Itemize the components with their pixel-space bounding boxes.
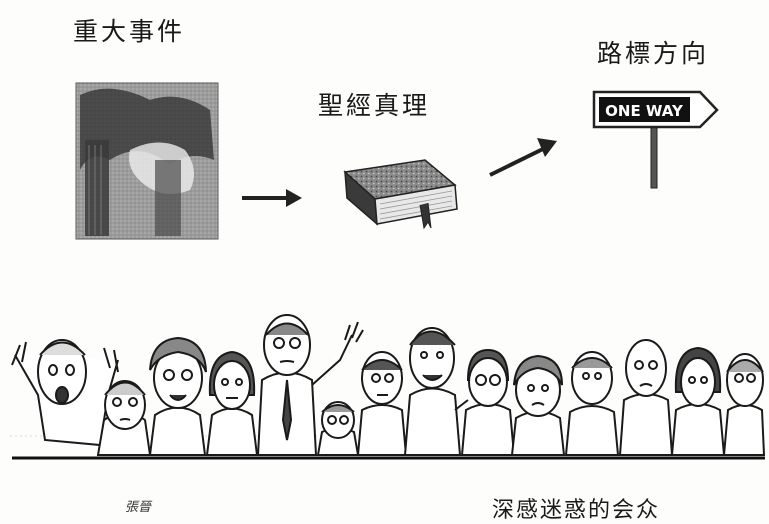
artist-signature: 張晉 — [125, 500, 152, 515]
person-2 — [96, 380, 152, 456]
label-confused-audience: 深感迷惑的会众 — [492, 498, 661, 523]
one-way-sign: ONE WAY — [592, 90, 719, 189]
person-7 — [356, 351, 408, 456]
person-10 — [510, 354, 566, 456]
bible-book-icon — [343, 159, 458, 230]
person-8 — [403, 327, 469, 456]
person-1-arms-up — [11, 339, 119, 447]
person-14 — [722, 353, 766, 456]
confused-crowd — [11, 314, 766, 456]
one-way-sign-text: ONE WAY — [605, 102, 684, 120]
person-9 — [460, 348, 516, 456]
person-11 — [564, 351, 620, 456]
person-3 — [148, 336, 207, 456]
person-6 — [316, 401, 360, 456]
arrow-truth-to-direction — [489, 138, 557, 177]
person-13 — [670, 346, 726, 456]
label-major-event: 重大事件 — [73, 17, 186, 46]
person-12 — [618, 339, 674, 456]
label-direction: 路標方向 — [597, 39, 710, 68]
person-4 — [205, 350, 259, 456]
arrow-event-to-truth — [242, 189, 302, 207]
person-5 — [256, 314, 364, 456]
label-bible-truth: 聖經真理 — [318, 91, 431, 120]
event-photo — [75, 82, 219, 240]
